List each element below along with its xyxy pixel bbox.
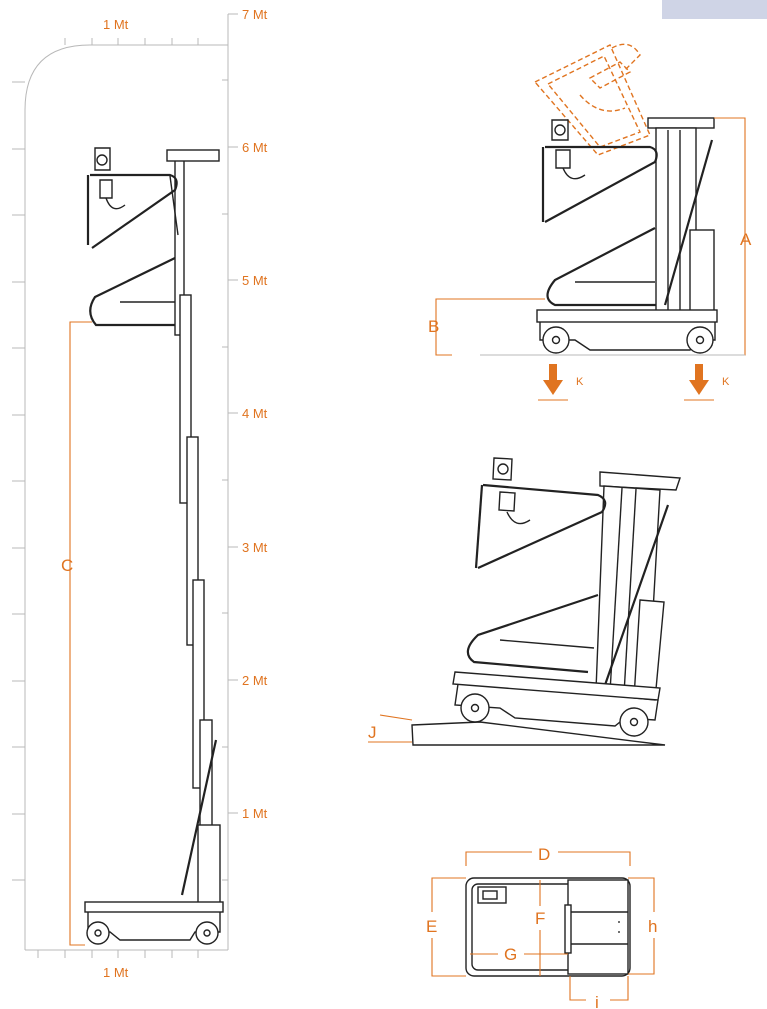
top-width-label: 1 Mt bbox=[103, 17, 129, 32]
dimension-c bbox=[69, 321, 92, 946]
scale-frame bbox=[12, 13, 238, 958]
height-label-2: 2 Mt bbox=[242, 673, 268, 688]
top-view bbox=[431, 851, 655, 1001]
dim-label-c: C bbox=[61, 556, 73, 575]
stowed-lift bbox=[533, 43, 718, 354]
dimension-b bbox=[435, 298, 745, 356]
dim-label-j: J bbox=[368, 723, 377, 742]
height-label-7: 7 Mt bbox=[242, 7, 268, 22]
dim-label-g: G bbox=[504, 945, 517, 964]
height-label-5: 5 Mt bbox=[242, 273, 268, 288]
dim-label-i: i bbox=[595, 993, 599, 1009]
corner-tab bbox=[662, 0, 767, 19]
height-label-6: 6 Mt bbox=[242, 140, 268, 155]
height-label-1: 1 Mt bbox=[242, 806, 268, 821]
load-arrow-left-icon bbox=[538, 364, 568, 401]
height-label-3: 3 Mt bbox=[242, 540, 268, 555]
tilted-lift bbox=[411, 457, 681, 746]
dim-label-b: B bbox=[428, 317, 439, 336]
load-arrow-right-icon bbox=[684, 364, 714, 401]
dimension-j bbox=[368, 714, 413, 743]
k-label-right: K bbox=[722, 376, 730, 388]
extended-lift bbox=[84, 147, 224, 945]
dim-label-f: F bbox=[535, 909, 545, 928]
k-label-left: K bbox=[576, 376, 584, 388]
bottom-width-label: 1 Mt bbox=[103, 965, 129, 980]
dim-label-a: A bbox=[740, 230, 752, 249]
dim-label-d: D bbox=[538, 845, 550, 864]
height-label-4: 4 Mt bbox=[242, 406, 268, 421]
dim-label-e: E bbox=[426, 917, 437, 936]
dim-label-h: h bbox=[648, 917, 657, 936]
